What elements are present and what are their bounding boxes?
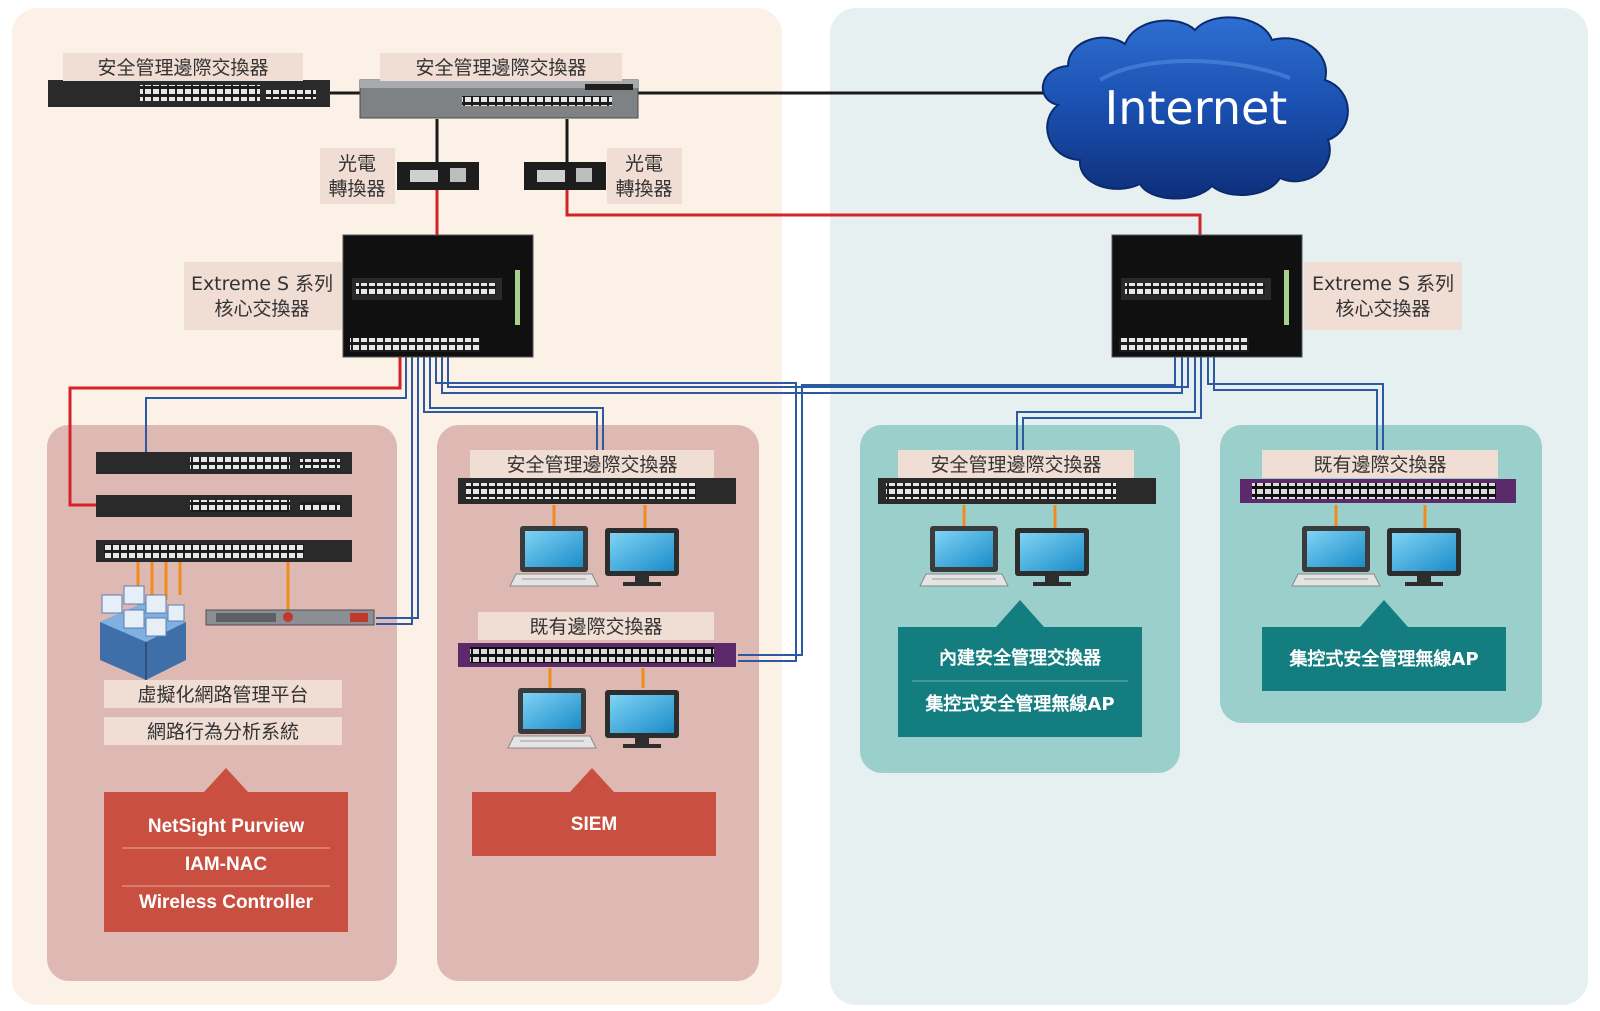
- zone2-switch2-label-bg: [478, 612, 714, 640]
- zone1-label1: 虛擬化網路管理平台: [137, 684, 308, 706]
- core-left-label-line2: 核心交換器: [214, 298, 309, 320]
- zone4-switch-label: 既有邊際交換器: [1313, 454, 1446, 476]
- core-right-label-bg: [1304, 262, 1462, 330]
- zone2-switch1-label: 安全管理邊際交換器: [506, 454, 677, 476]
- internet-label: Internet: [1105, 81, 1288, 135]
- zone3-item-builtin-switch: 內建安全管理交換器: [939, 647, 1102, 669]
- zone2-item-siem: SIEM: [571, 814, 617, 835]
- converter-right-label-bg: [607, 148, 682, 204]
- cable-core-mgmt-red: [68, 356, 402, 507]
- zone2-callout: [472, 768, 716, 856]
- analytics-appliance: [205, 609, 375, 626]
- top-edge-switch: [48, 80, 330, 107]
- zone2-switch1-label-bg: [470, 450, 714, 478]
- mgmt-switch-2: [96, 495, 352, 517]
- zone4-item-wireless-ap: 集控式安全管理無線AP: [1288, 648, 1478, 670]
- core-right-label-line2: 核心交換器: [1335, 298, 1430, 320]
- zone1-item-wireless-controller: Wireless Controller: [139, 892, 314, 913]
- zone1-label2: 網路行為分析系統: [147, 721, 299, 743]
- zone3-item-wireless-ap: 集控式安全管理無線AP: [924, 693, 1114, 715]
- zone3-security-switch: [878, 478, 1156, 504]
- zone2-security-switch: [458, 478, 736, 504]
- converter-left-label-line1: 光電: [338, 153, 376, 175]
- zone1-item-netsight: NetSight Purview: [148, 816, 304, 837]
- mgmt-switch-1: [96, 452, 352, 474]
- zone3-switch-label: 安全管理邊際交換器: [930, 454, 1101, 476]
- top-edge-switch-label: 安全管理邊際交換器: [97, 57, 268, 79]
- zone2-laptop-2: [507, 687, 597, 749]
- internet-cloud: [1041, 16, 1349, 200]
- zone1-label2-bg: [104, 717, 342, 745]
- vmware-servers: [100, 585, 186, 680]
- converter-left: [397, 162, 479, 190]
- zone2-laptop-1: [509, 525, 599, 587]
- zone1-callout: [104, 768, 348, 932]
- zone-siem: [437, 425, 759, 981]
- zone4-callout: [1262, 600, 1506, 691]
- zone2-existing-switch: [458, 643, 736, 667]
- converter-left-label-bg: [320, 148, 395, 204]
- core-left-label-line1: Extreme S 系列: [191, 273, 333, 295]
- zone3-switch-label-bg: [898, 450, 1134, 478]
- converter-right-label-line1: 光電: [625, 153, 663, 175]
- firewall-label-bg: [380, 53, 622, 81]
- zone4-switch-label-bg: [1262, 450, 1498, 478]
- converter-right-label-line2: 轉換器: [615, 178, 672, 200]
- core-switch-left: [342, 234, 534, 358]
- fortinet-firewall: [359, 79, 639, 119]
- firewall-label: 安全管理邊際交換器: [415, 57, 586, 79]
- cable-fiber-core-right: [565, 190, 1202, 235]
- core-switch-right: [1111, 234, 1303, 358]
- zone1-label1-bg: [104, 680, 342, 708]
- mgmt-switch-3: [96, 540, 352, 562]
- converter-right: [524, 162, 606, 190]
- zone1-item-iam-nac: IAM-NAC: [185, 854, 268, 875]
- core-right-label-line1: Extreme S 系列: [1312, 273, 1454, 295]
- core-left-label-bg: [184, 262, 342, 330]
- top-edge-switch-label-bg: [63, 53, 303, 81]
- zone3-laptop: [919, 525, 1009, 587]
- zone4-laptop: [1291, 525, 1381, 587]
- zone2-switch2-label: 既有邊際交換器: [529, 616, 662, 638]
- zone3-callout: [898, 600, 1142, 737]
- blue-links: [145, 356, 1384, 662]
- zone4-existing-switch: [1240, 479, 1516, 503]
- converter-left-label-line2: 轉換器: [328, 178, 385, 200]
